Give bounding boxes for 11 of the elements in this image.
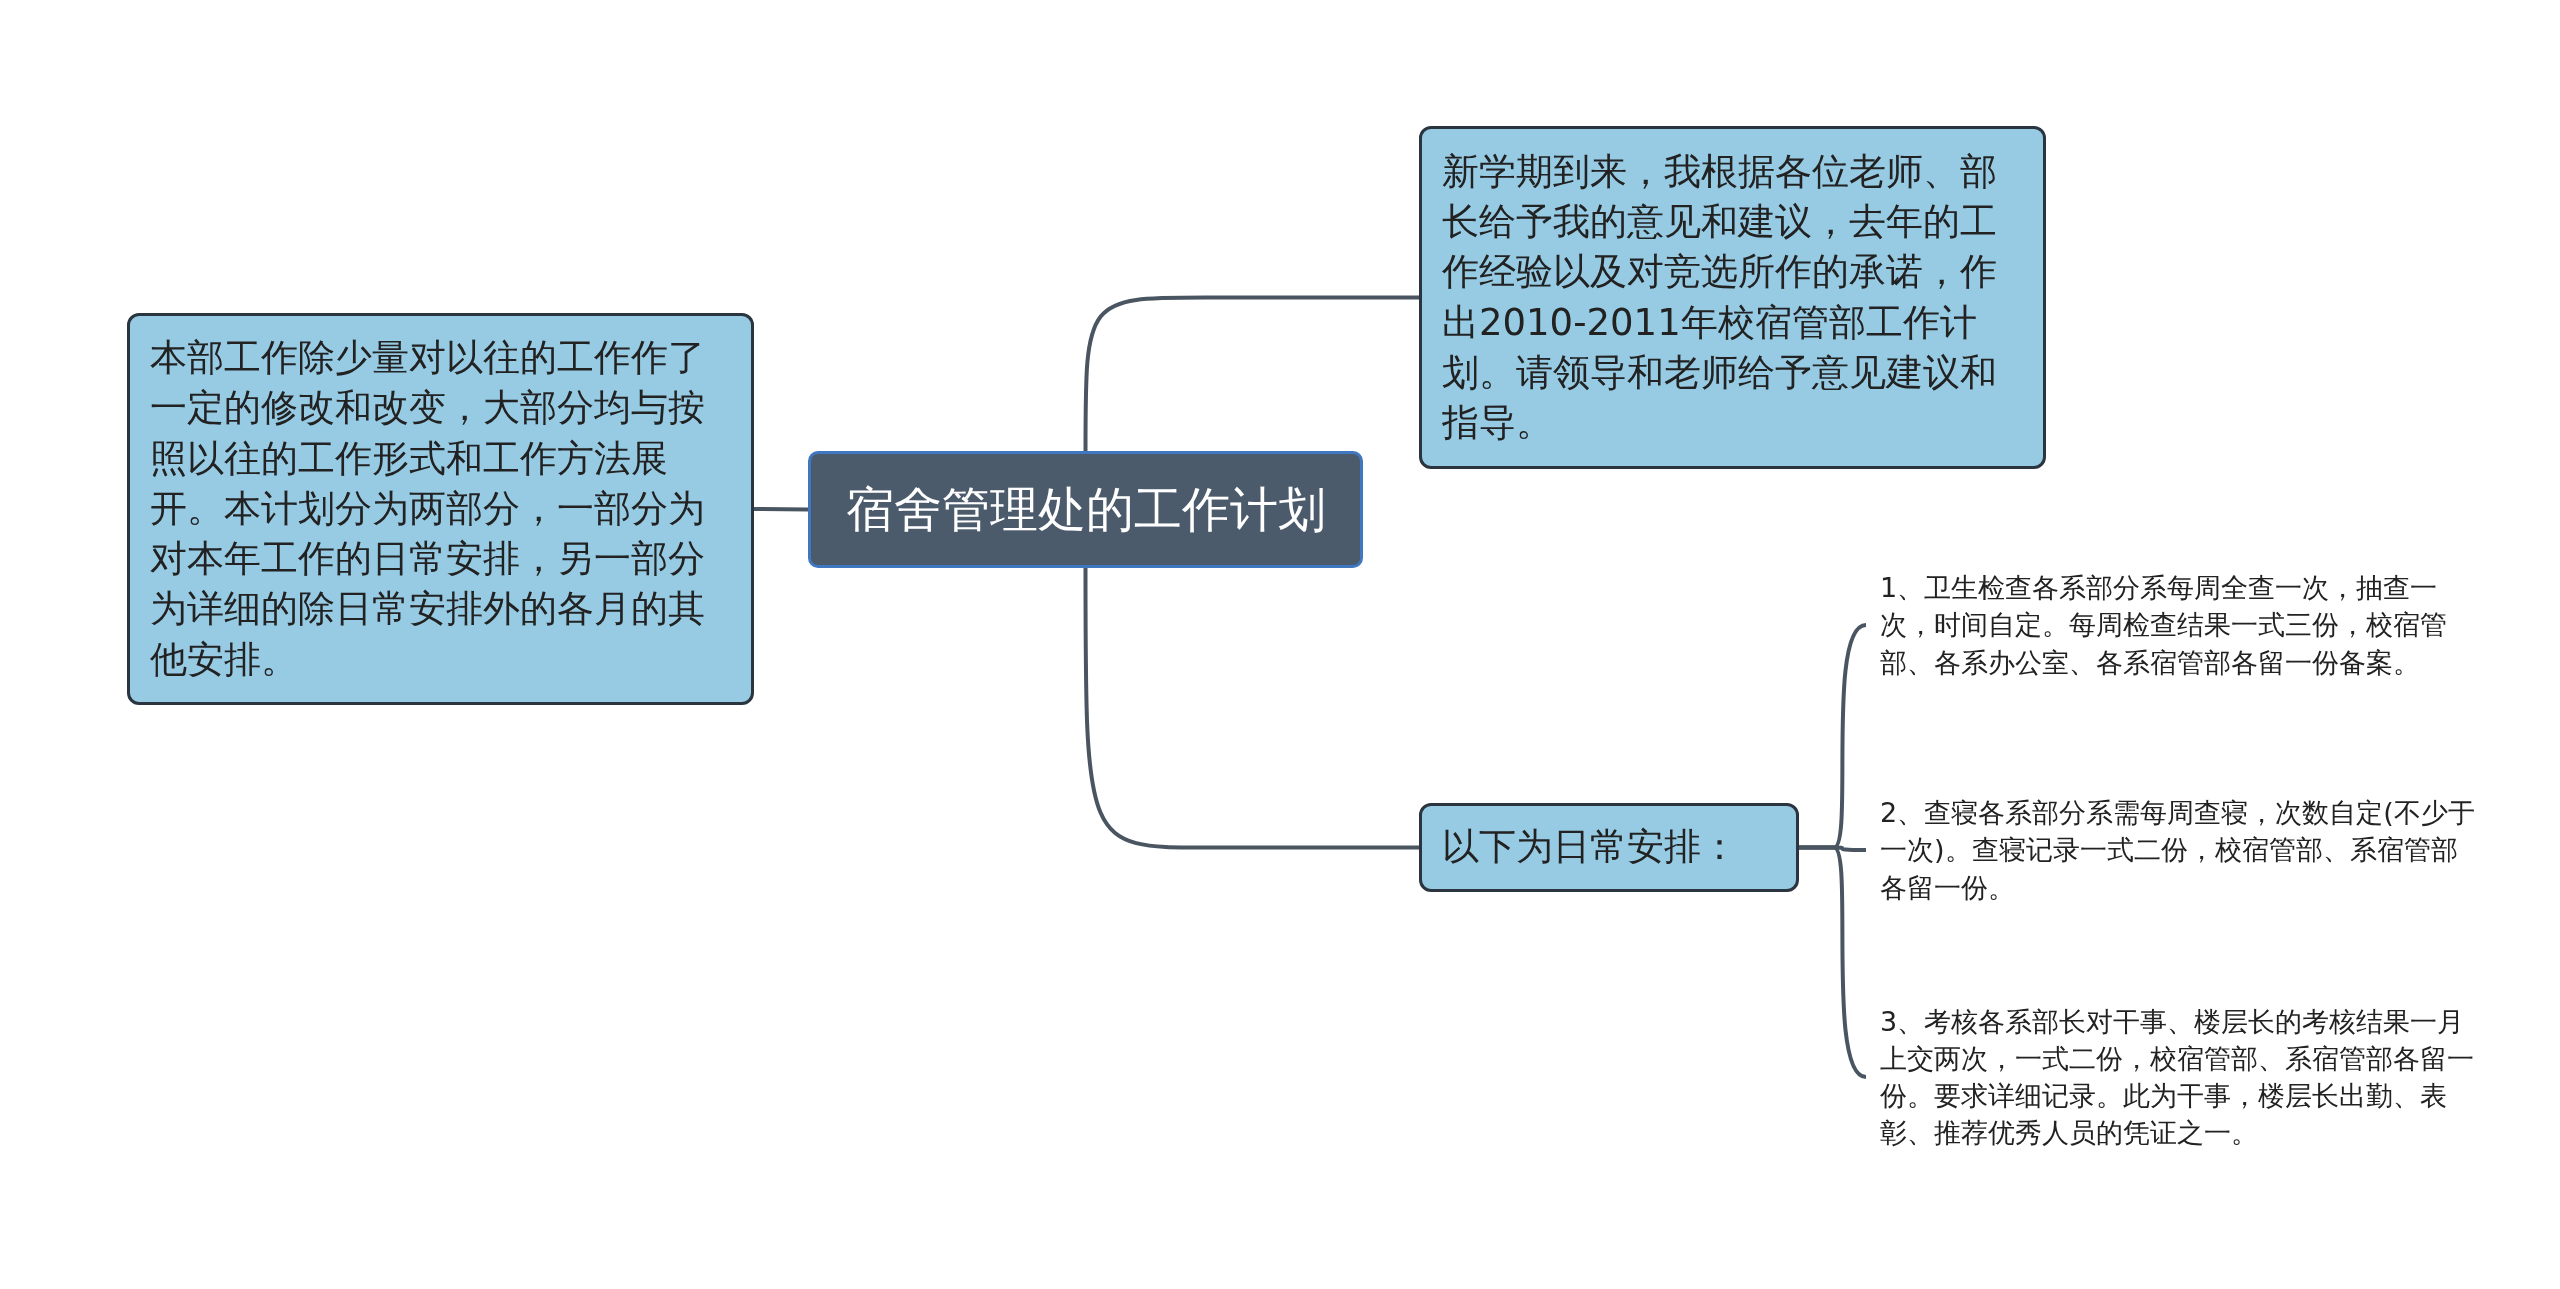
topic-box: 新学期到来，我根据各位老师、部长给予我的意见和建议，去年的工作经验以及对竞选所作的承诺，作出2010-2011年校宿管部工作计划。请领导和老师给予意见建议和指导。: [1419, 126, 2046, 469]
subtopic-text: 2、查寝各系部分系需每周查寝，次数自定(不少于一次)。查寝记录一式二份，校宿管部、系宿管部各留一份。: [1880, 790, 2480, 910]
connector-line: [1083, 568, 1419, 850]
topic-box: 以下为日常安排：: [1419, 803, 1799, 892]
subtopic-text: 3、考核各系部长对干事、楼层长的考核结果一月上交两次，一式二份，校宿管部、系宿管部各留一份。要求详细记录。此为干事，楼层长出勤、表彰、推荐优秀人员的凭证之一。: [1880, 997, 2480, 1157]
connector-line: [753, 507, 809, 512]
subtopic-text: 1、卫生检查各系部分系每周全查一次，抽查一次，时间自定。每周检查结果一式三份，校宿管部、各系办公室、各系宿管部各留一份备案。: [1880, 545, 2480, 705]
topic-box: 本部工作除少量对以往的工作作了一定的修改和改变，大部分均与按照以往的工作形式和工作方法展开。本计划分为两部分，一部分为对本年工作的日常安排，另一部分为详细的除日常安排外的各月的其他安排。: [127, 313, 754, 705]
connector-line: [1799, 845, 1867, 1079]
central-topic: 宿舍管理处的工作计划: [808, 451, 1363, 568]
connector-line: [1083, 295, 1419, 451]
